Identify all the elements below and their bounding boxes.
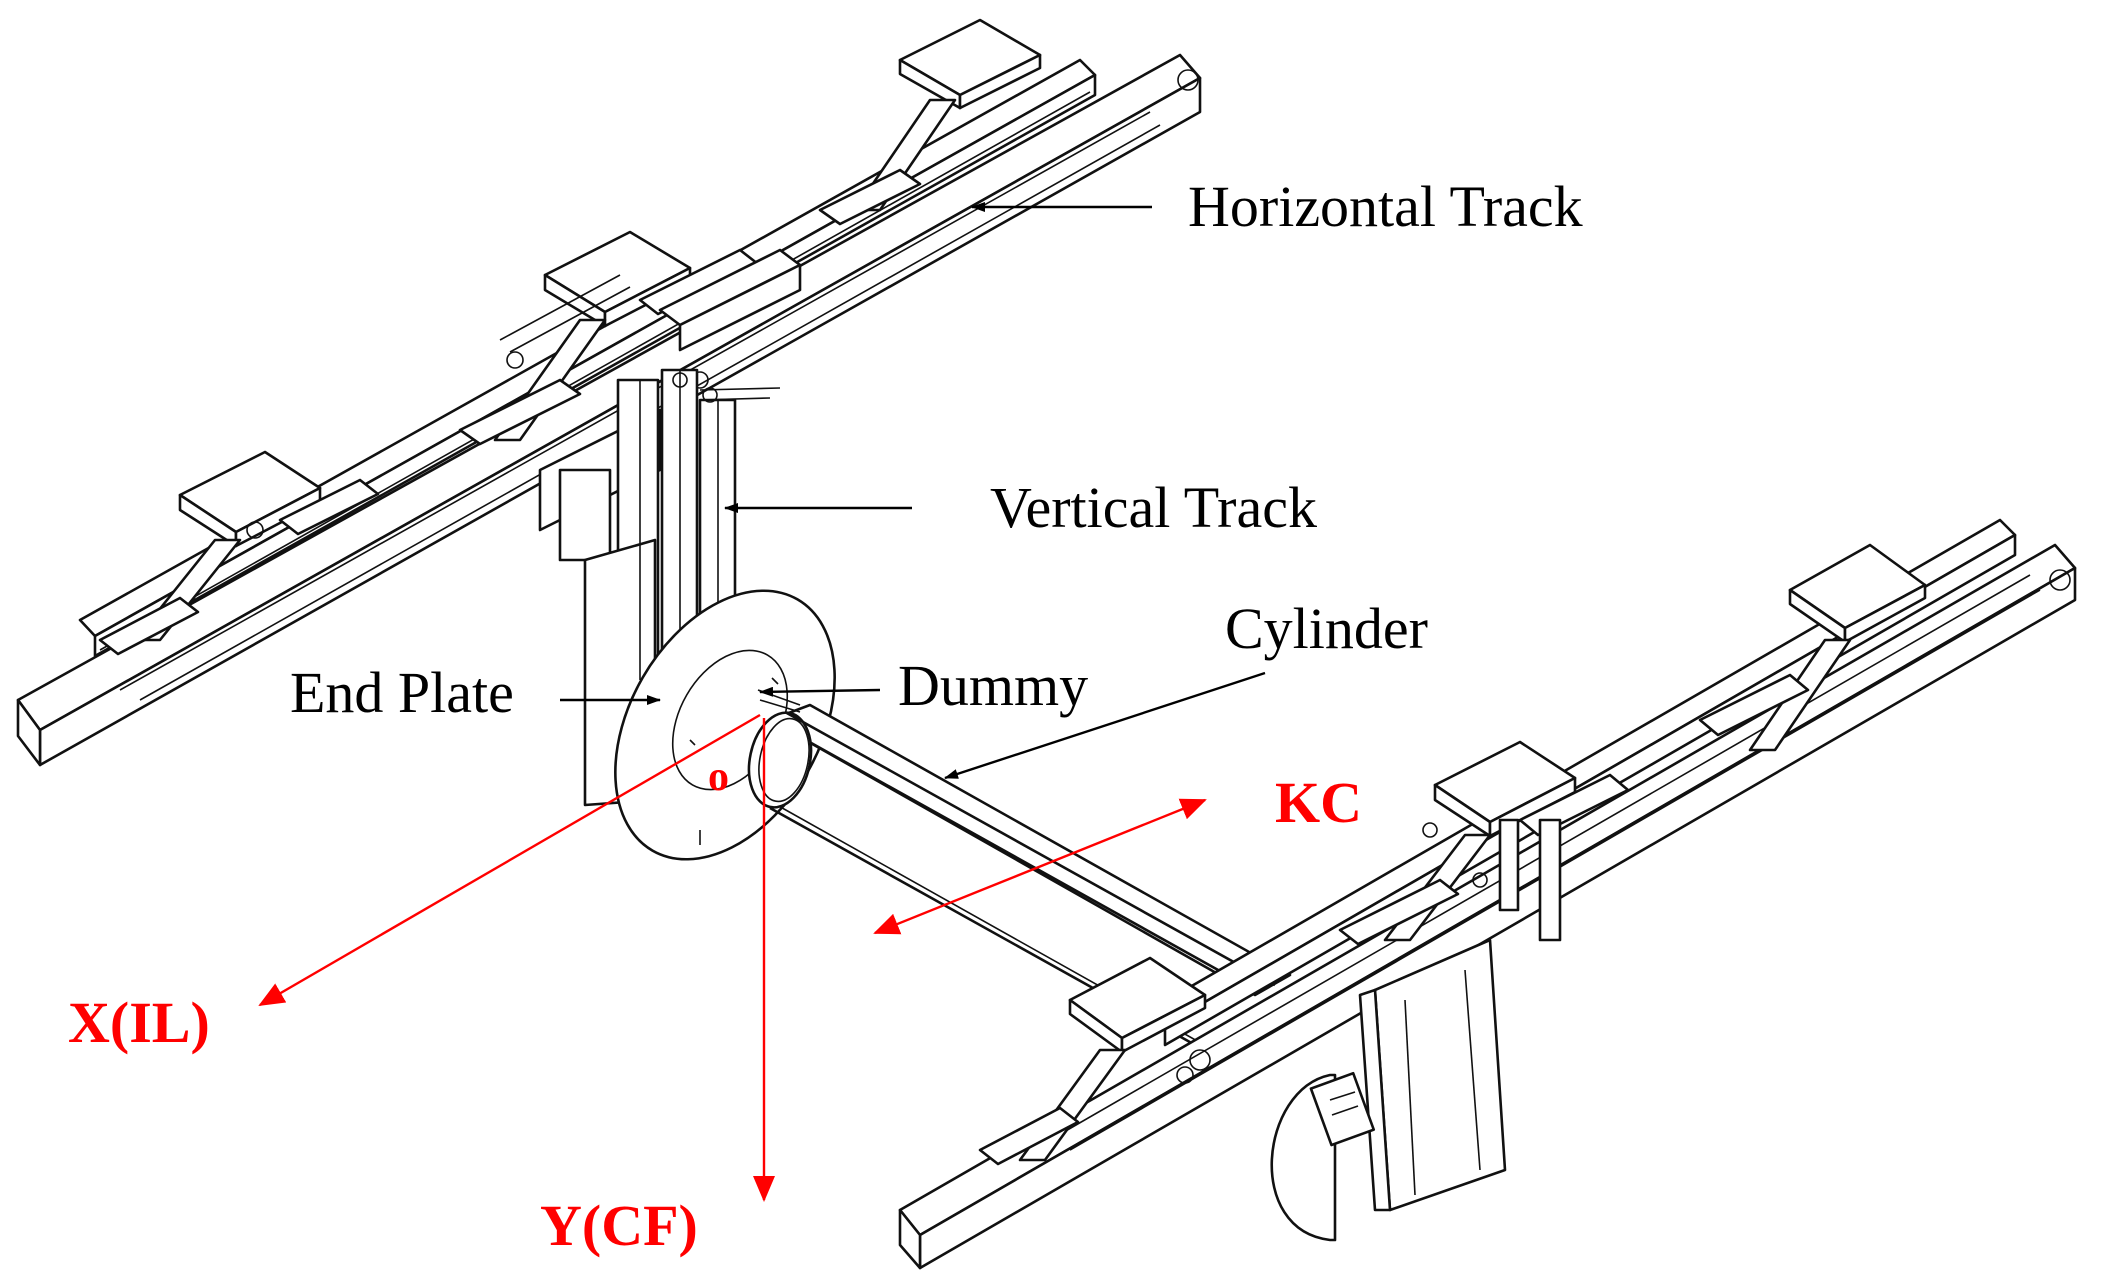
label-leaders: [560, 202, 1266, 780]
kc-label: KC: [1275, 770, 1362, 835]
cylinder-label: Cylinder: [1225, 596, 1428, 661]
end-plate-label: End Plate: [290, 660, 514, 725]
x-axis-label: X(IL): [68, 990, 210, 1055]
x-axis-arrow: [258, 713, 761, 1007]
coordinate-axes: [258, 713, 1207, 1202]
horizontal-track-label: Horizontal Track: [1188, 174, 1583, 239]
dummy-label: Dummy: [898, 653, 1088, 718]
origin-label: o: [708, 754, 729, 800]
kc-axis-arrow: [873, 798, 1207, 935]
right-horizontal-track: [898, 518, 2077, 1270]
y-axis-label: Y(CF): [540, 1193, 698, 1258]
vertical-track-label: Vertical Track: [990, 475, 1317, 540]
cylinder-leader: [944, 671, 1266, 780]
dummy-leader: [759, 686, 881, 697]
